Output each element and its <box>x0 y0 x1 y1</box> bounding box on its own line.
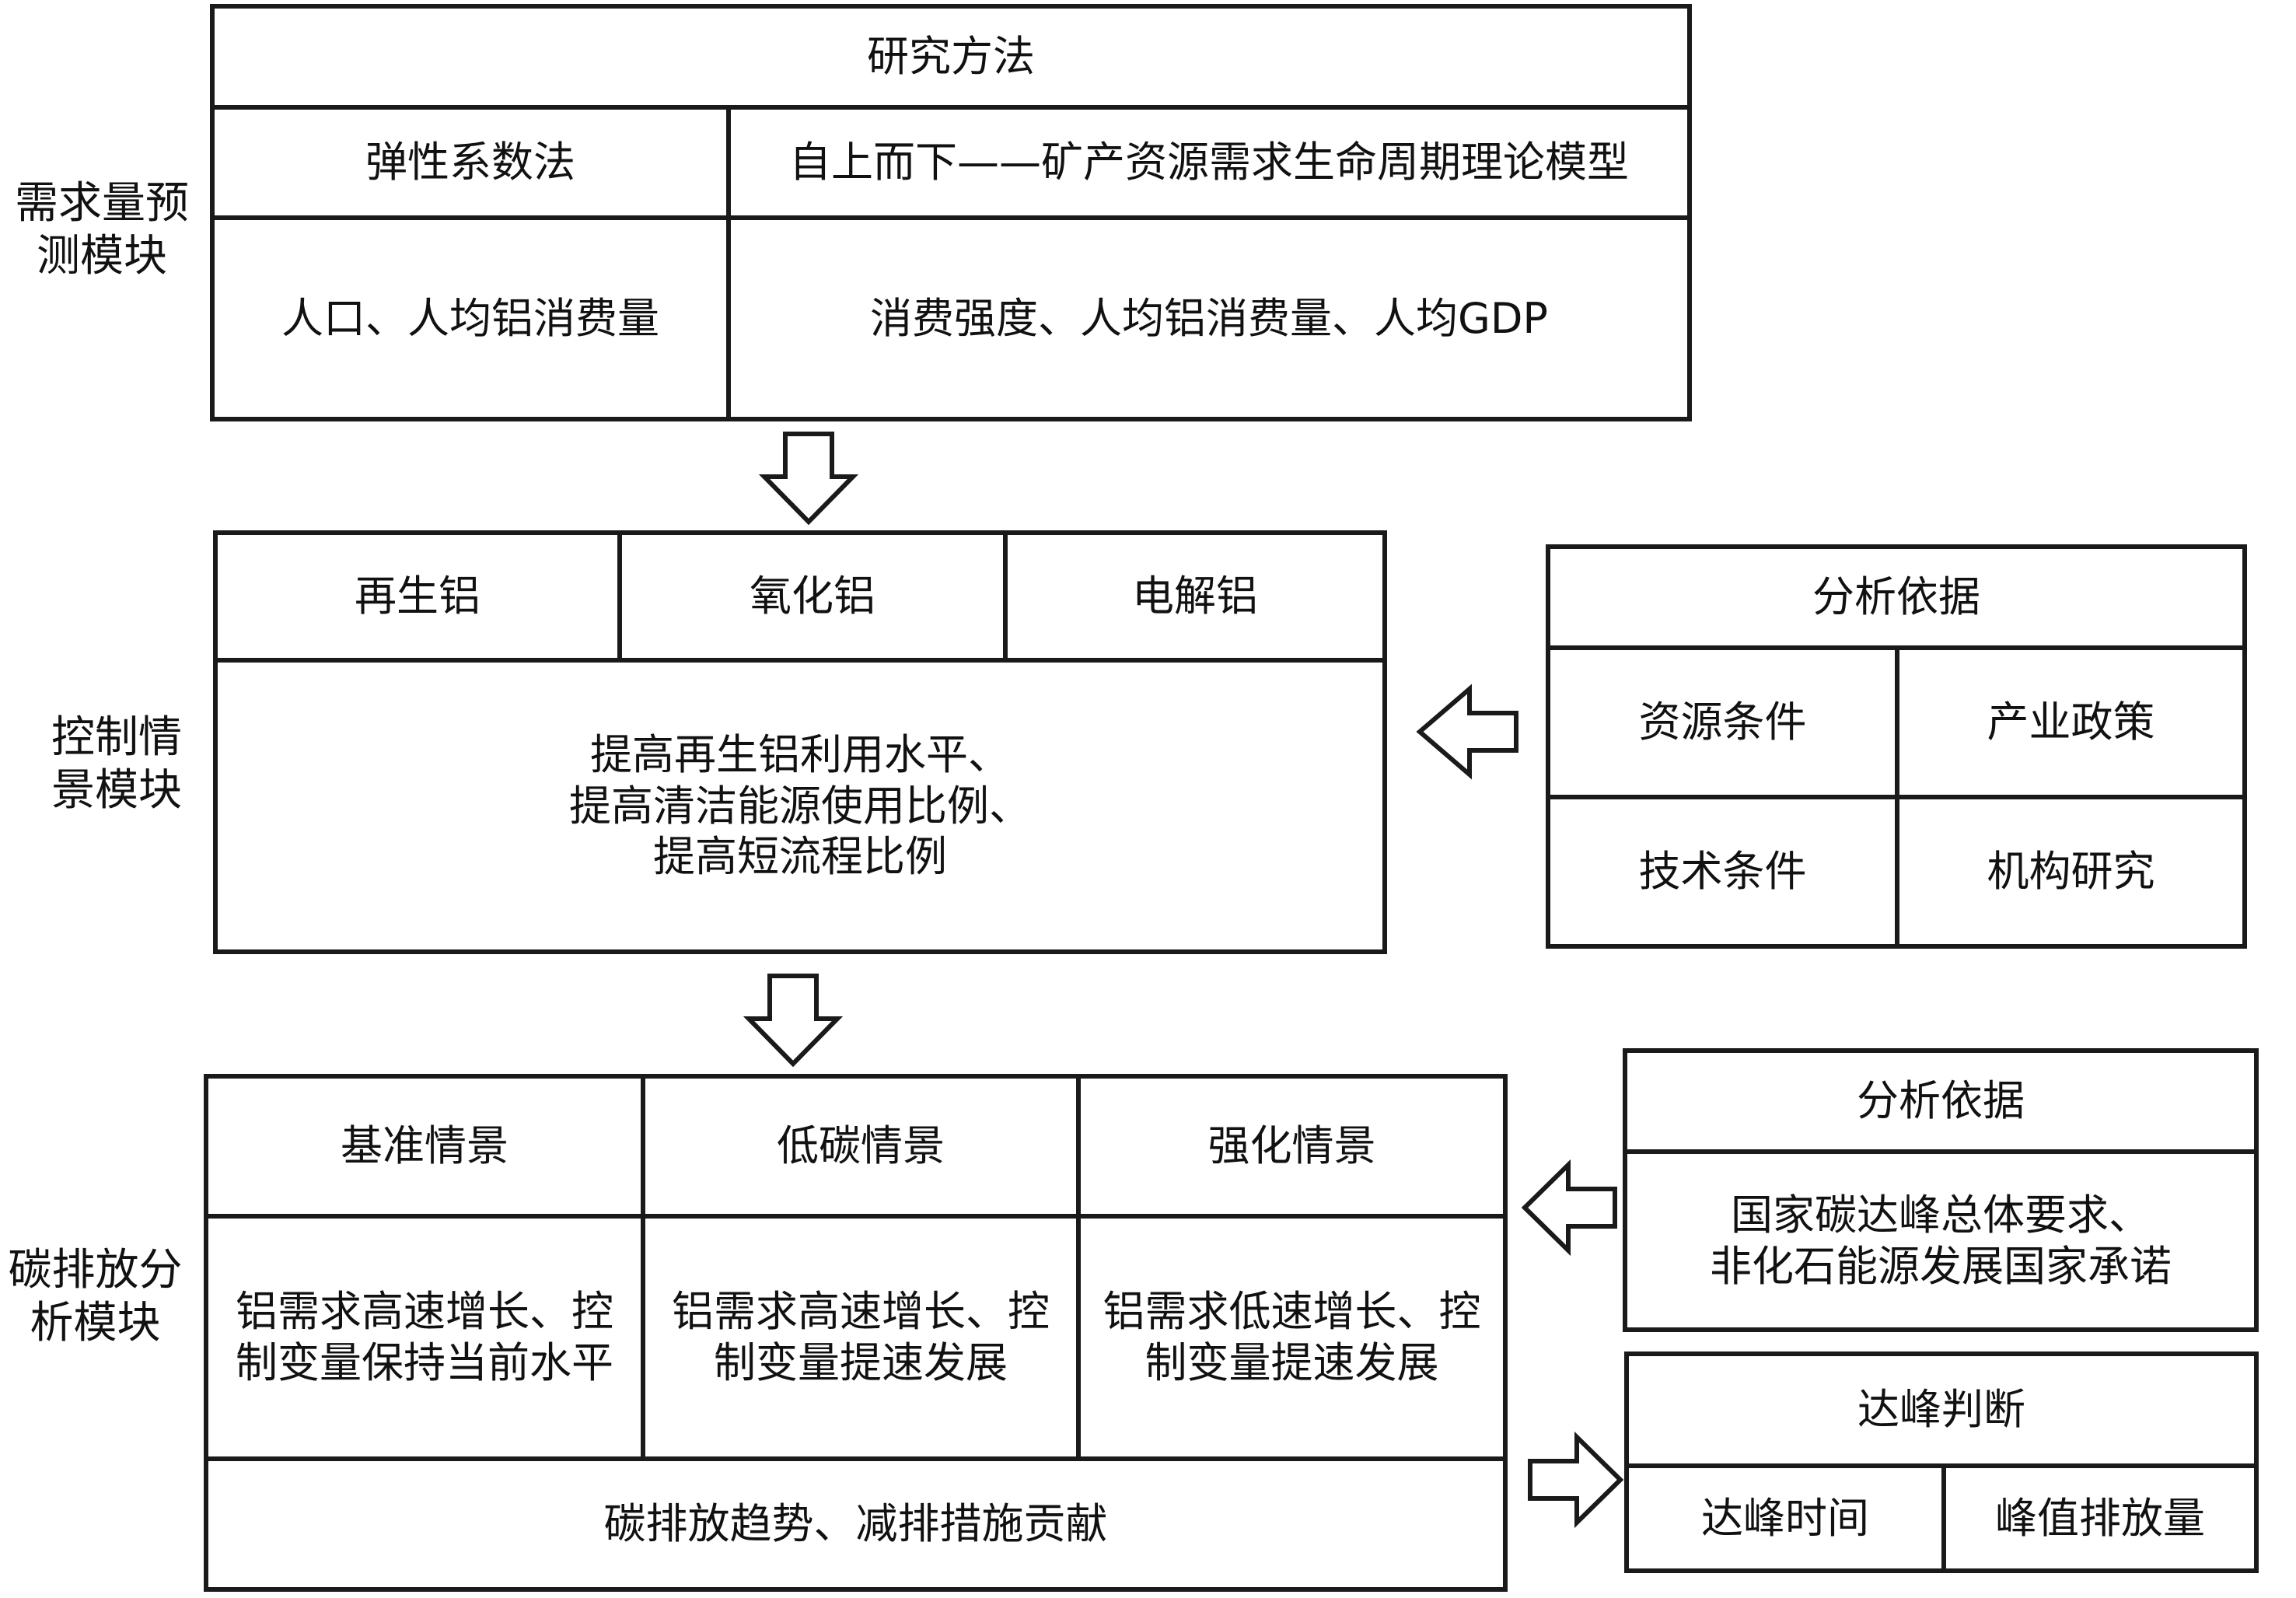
divider <box>218 658 1382 663</box>
scenario-baseline-name: 基准情景 <box>341 1121 508 1171</box>
divider <box>726 110 731 417</box>
vars-elasticity: 人口、人均铝消费量 <box>281 293 659 343</box>
control-module-box: 再生铝 氧化铝 电解铝 提高再生铝利用水平、 提高清洁能源使用比例、 提高短流程… <box>213 530 1387 954</box>
peak-emission: 峰值排放量 <box>1995 1493 2205 1543</box>
demand-module-label: 需求量预 测模块 <box>0 177 204 284</box>
arrow-left-icon <box>1416 684 1518 780</box>
divider <box>1003 535 1008 658</box>
demand-module-label-line1: 需求量预 <box>15 178 189 229</box>
requirement-line: 非化石能源发展国家承诺 <box>1710 1241 2172 1291</box>
divider <box>1550 645 2242 650</box>
carbon-module-label: 碳排放分 析模块 <box>0 1244 190 1351</box>
divider <box>641 1079 645 1456</box>
measure-line: 提高清洁能源使用比例、 <box>569 781 1031 830</box>
carbon-trend-footer: 碳排放趋势、减排措施贡献 <box>603 1499 1108 1549</box>
divider <box>617 535 622 658</box>
scenario-desc-line: 铝需求高速增长、控 <box>672 1287 1050 1337</box>
scenario-desc-line: 铝需求高速增长、控 <box>236 1287 613 1337</box>
measure-line: 提高再生铝利用水平、 <box>590 729 1010 779</box>
demand-module-box: 研究方法 弹性系数法 自上而下——矿产资源需求生命周期理论模型 人口、人均铝消费… <box>210 4 1692 421</box>
peak-judgment-box: 达峰判断 达峰时间 峰值排放量 <box>1624 1351 2259 1573</box>
carbon-module-label-line2: 析模块 <box>30 1298 161 1349</box>
divider <box>215 105 1687 110</box>
scenario-desc-line: 制变量提速发展 <box>1145 1338 1439 1387</box>
scenario-low-carbon-desc: 铝需求高速增长、控 制变量提速发展 <box>645 1219 1076 1456</box>
demand-module-label-line2: 测模块 <box>37 231 167 282</box>
divider <box>208 1214 1503 1219</box>
scenario-desc-line: 制变量提速发展 <box>714 1338 1008 1387</box>
arrow-right-icon <box>1528 1431 1624 1529</box>
type-alumina: 氧化铝 <box>750 572 875 621</box>
arrow-left-icon <box>1521 1159 1617 1257</box>
vars-lifecycle: 消费强度、人均铝消费量、人均GDP <box>870 293 1548 343</box>
analysis-basis-box-1: 分析依据 资源条件 产业政策 技术条件 机构研究 <box>1546 544 2247 949</box>
analysis-basis-header: 分析依据 <box>1812 572 1980 622</box>
scenario-low-carbon-name: 低碳情景 <box>777 1121 945 1171</box>
type-electrolytic-aluminum: 电解铝 <box>1132 572 1258 621</box>
analysis-basis-box-2: 分析依据 国家碳达峰总体要求、 非化石能源发展国家承诺 <box>1623 1048 2259 1332</box>
basis-technical-conditions: 技术条件 <box>1638 847 1807 897</box>
basis-resource-conditions: 资源条件 <box>1638 698 1807 747</box>
control-measures: 提高再生铝利用水平、 提高清洁能源使用比例、 提高短流程比例 <box>218 663 1382 949</box>
arrow-down-icon <box>743 974 844 1068</box>
divider <box>1550 795 2242 799</box>
national-requirements: 国家碳达峰总体要求、 非化石能源发展国家承诺 <box>1627 1154 2254 1327</box>
type-recycled-aluminum: 再生铝 <box>355 572 481 621</box>
scenario-desc-line: 铝需求低速增长、控 <box>1103 1287 1481 1337</box>
carbon-module-box: 基准情景 低碳情景 强化情景 铝需求高速增长、控 制变量保持当前水平 铝需求高速… <box>204 1074 1508 1592</box>
research-methods-header: 研究方法 <box>867 32 1035 82</box>
scenario-baseline-desc: 铝需求高速增长、控 制变量保持当前水平 <box>208 1219 641 1456</box>
control-module-label-line2: 景模块 <box>51 765 182 816</box>
carbon-module-label-line1: 碳排放分 <box>8 1245 183 1296</box>
divider <box>208 1456 1503 1461</box>
method-lifecycle-model: 自上而下——矿产资源需求生命周期理论模型 <box>789 138 1629 187</box>
method-elasticity: 弹性系数法 <box>365 138 575 187</box>
analysis-basis-header: 分析依据 <box>1857 1076 2025 1126</box>
peak-judgment-header: 达峰判断 <box>1857 1385 2025 1435</box>
scenario-enhanced-desc: 铝需求低速增长、控 制变量提速发展 <box>1081 1219 1503 1456</box>
measure-line: 提高短流程比例 <box>653 832 947 882</box>
scenario-desc-line: 制变量保持当前水平 <box>236 1338 613 1387</box>
divider <box>215 215 1687 220</box>
basis-industrial-policy: 产业政策 <box>1987 698 2155 747</box>
control-module-label-line1: 控制情 <box>51 712 182 763</box>
divider <box>1076 1079 1081 1456</box>
arrow-down-icon <box>758 432 859 526</box>
peak-time: 达峰时间 <box>1701 1493 1869 1543</box>
control-module-label: 控制情 景模块 <box>23 712 210 818</box>
divider <box>1629 1463 2254 1468</box>
divider <box>1941 1468 1946 1568</box>
requirement-line: 国家碳达峰总体要求、 <box>1731 1190 2151 1240</box>
divider <box>1627 1149 2254 1154</box>
basis-institutional-research: 机构研究 <box>1987 847 2155 897</box>
scenario-enhanced-name: 强化情景 <box>1207 1121 1376 1171</box>
